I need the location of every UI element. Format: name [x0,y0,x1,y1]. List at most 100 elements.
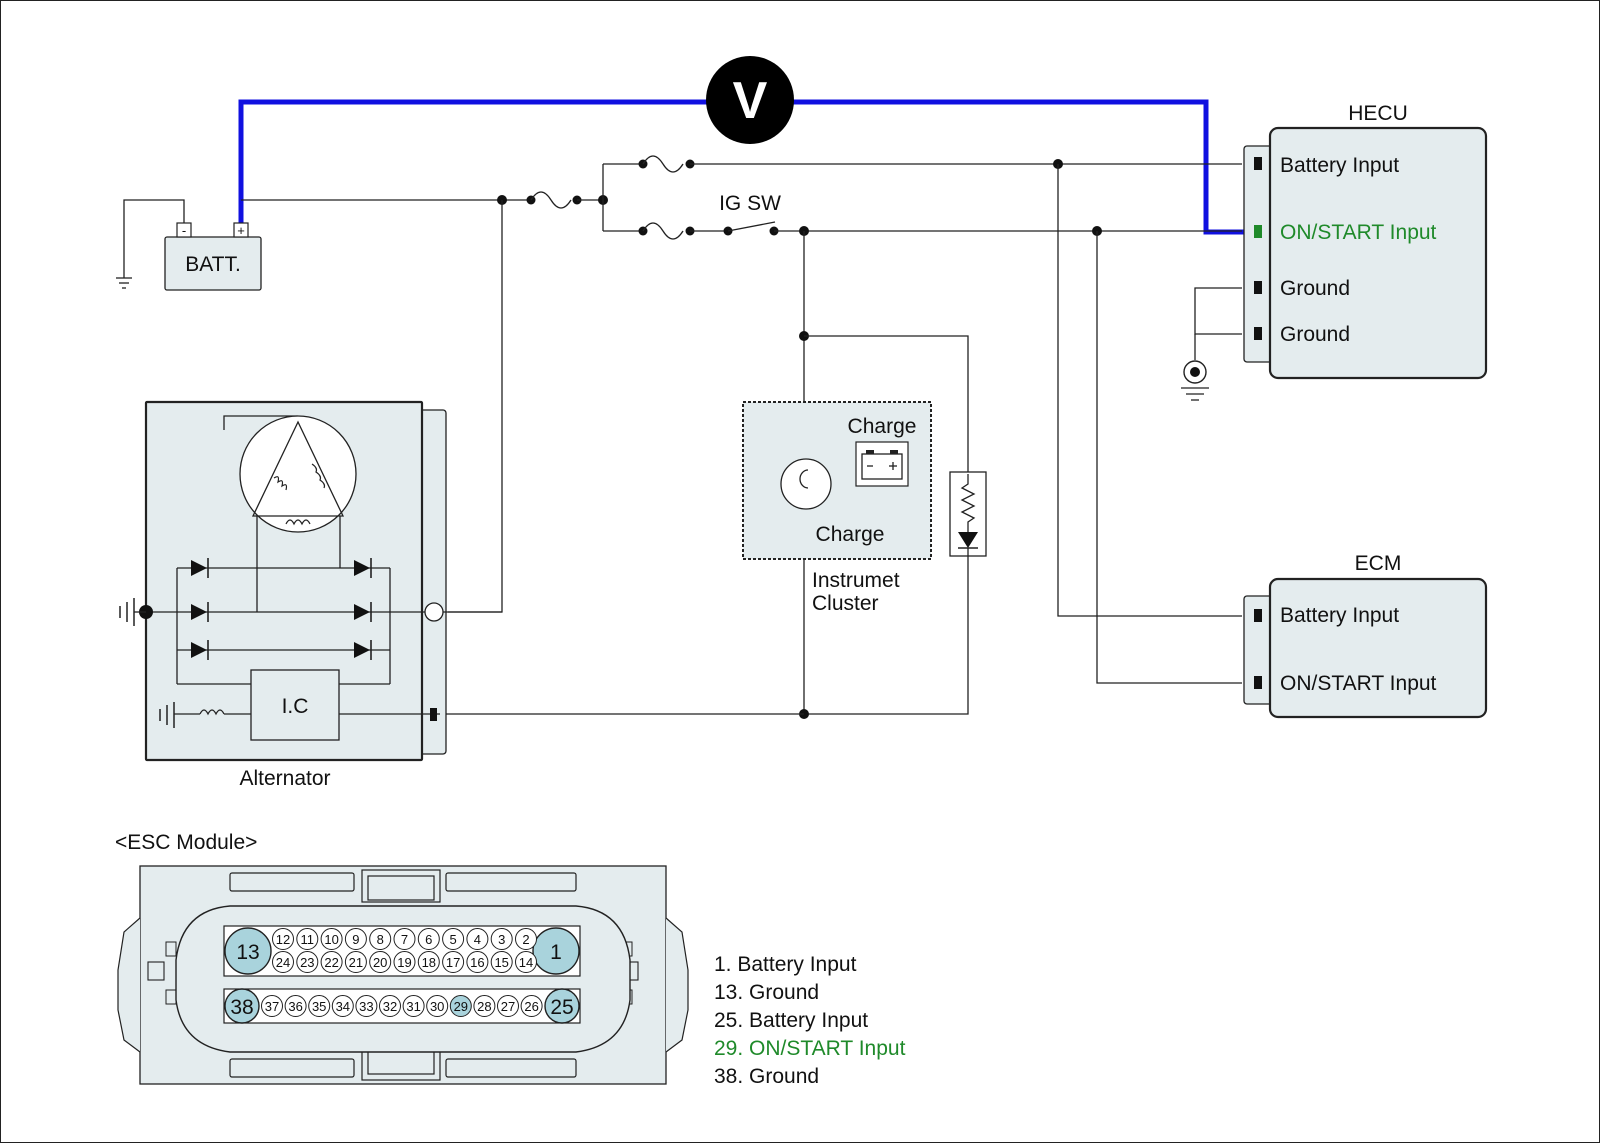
connector-pin [320,951,343,973]
connector-pin-number: 2 [522,932,529,947]
stator-icon [239,415,357,533]
connector-pin [497,995,519,1017]
pin-legend-item: 13. Ground [714,981,819,1004]
connector-pin-number: 25 [550,996,573,1019]
connector-pin-number: 4 [474,932,481,947]
main-fuse-icon [530,191,572,209]
hecu-terminal-battery-input: Battery Input [1280,154,1399,177]
connector-pin-number: 14 [519,955,533,970]
connector-pin [344,951,367,973]
esc-module-title: <ESC Module> [115,831,257,854]
battery-minus-label: - [182,223,186,238]
connector-pin-number: 6 [425,932,432,947]
connector-pin [442,928,465,950]
ground-icon [116,277,132,289]
alternator-label: Alternator [239,767,330,790]
connector-pin [402,995,425,1017]
fuse-ig-icon [642,222,684,240]
connector-pin-number: 1 [550,941,562,964]
pin-legend-item: 1. Battery Input [714,953,857,976]
connector-pin-number: 16 [470,955,484,970]
connector-pin [296,951,319,973]
connector-pin-number: 34 [336,999,350,1014]
connector-pin-number: 11 [301,932,315,947]
charge-label-bottom: Charge [816,523,885,546]
connector-pin [320,928,343,950]
charge-lamp-icon [780,458,832,510]
connector-pin [393,951,416,973]
voltmeter-circuit: V [238,56,1258,235]
connector-pin-number: 10 [324,932,338,947]
connector-pin [308,995,331,1017]
battery-plus-label: + [237,223,245,238]
battery: - + BATT. [116,199,262,291]
connector-pin [379,995,401,1017]
connector-pin [272,951,294,973]
connector-pin-number: 23 [300,955,314,970]
hecu-label: HECU [1348,102,1408,125]
connector-pin-number: 29 [454,999,468,1014]
connector-pin-number: 18 [422,955,436,970]
connector-pin [261,995,283,1017]
connector-pin-number: 3 [498,932,505,947]
connector-pin-number: 36 [288,999,302,1014]
connector-pin [515,951,537,973]
alternator: I.C [119,400,502,762]
connector-pin [355,995,378,1017]
voltmeter-label: V [733,72,768,130]
fuse-battery-icon [642,155,684,173]
pin-legend-item: 25. Battery Input [714,1009,868,1032]
connector-pin-number: 32 [383,999,397,1014]
hecu-module: HECU Battery Input ON/START Input Ground… [1243,102,1488,380]
connector-pin-number: 27 [501,999,515,1014]
connector-pin [490,928,513,950]
connector-pin [296,928,319,950]
alternator-ic-label: I.C [282,695,309,718]
connector-pin [417,928,440,950]
charge-label-top: Charge [848,415,917,438]
connector-pin-number: 33 [359,999,373,1014]
ecm-label: ECM [1355,552,1402,575]
ecm-module: ECM Battery Input ON/START Input [1243,552,1488,719]
connector-pin [466,928,489,950]
diode-icon [191,558,372,660]
ecm-terminal-battery-input: Battery Input [1280,604,1399,627]
connector-pin [224,988,260,1024]
battery-label: BATT. [185,253,241,276]
voltmeter-icon [706,56,794,144]
connector-pin-number: 20 [373,955,387,970]
connector-pin [284,995,307,1017]
cluster-label-line2: Cluster [812,592,879,615]
connector-pin-number: 28 [477,999,491,1014]
connector-pin-number: 8 [377,932,384,947]
connector-pin-number: 19 [397,955,411,970]
connector-pin [393,928,416,950]
pin-legend: 1. Battery Input 13. Ground 25. Battery … [714,953,906,1088]
connector-pin-number: 24 [276,955,290,970]
connector-pin [369,951,392,973]
connector-pin-number: 26 [524,999,538,1014]
connector-pin [272,928,294,950]
connector-pin-number: 7 [401,932,408,947]
connector-pin [449,995,472,1017]
ig-switch-label: IG SW [719,192,781,215]
connector-pin-number: 30 [430,999,444,1014]
connector-pin [344,928,367,950]
connector-pin-number: 17 [446,955,460,970]
connector-pin-number: 5 [449,932,456,947]
connector-pin [224,927,272,975]
connector-pin [417,951,440,973]
resistor-diode-icon [949,471,987,557]
connector-pin-number: 21 [349,955,363,970]
connector-pin [466,951,489,973]
connector-pin-number: 15 [494,955,508,970]
battery-warning-icon [855,441,909,487]
ecm-terminal-on-start-input: ON/START Input [1280,672,1437,695]
connector-pin [532,927,580,975]
hecu-terminal-on-start-input: ON/START Input [1280,221,1437,244]
chassis-ground-icon [1181,360,1209,401]
pin-legend-item-highlight: 29. ON/START Input [714,1037,906,1060]
connector-pin [331,995,354,1017]
connector-pin-number: 12 [276,932,290,947]
